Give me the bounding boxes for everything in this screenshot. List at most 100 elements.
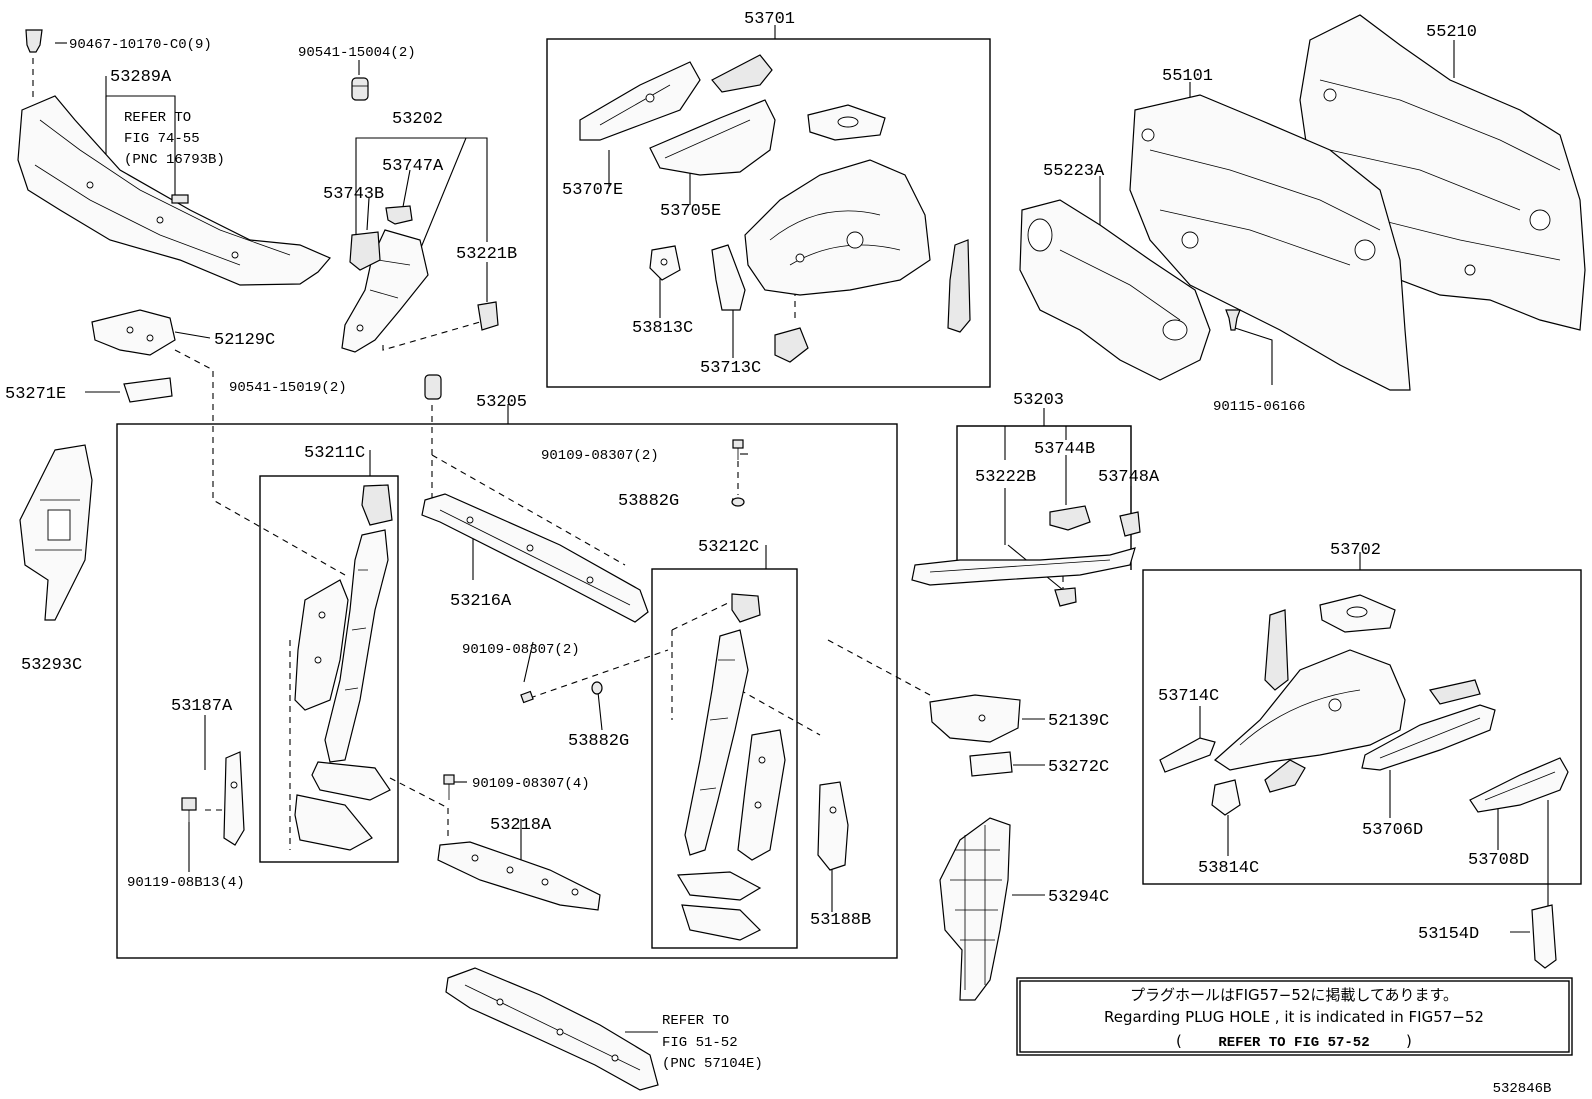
label-53211c: 53211C — [304, 444, 365, 463]
label-53813c: 53813C — [632, 319, 693, 338]
part-53713c — [774, 327, 809, 363]
label-53713c: 53713C — [700, 359, 761, 378]
label-90467: 90467-10170-C0(9) — [69, 37, 212, 53]
label-53701: 53701 — [744, 10, 795, 29]
label-53294c: 53294C — [1048, 888, 1109, 907]
part-53289a — [17, 95, 331, 286]
part-53702-small-1 — [1428, 679, 1481, 705]
group-box-53212c — [651, 568, 798, 949]
part-53708d — [1469, 757, 1569, 813]
part-53747a — [385, 205, 413, 225]
label-53706d: 53706D — [1362, 821, 1423, 840]
label-53882g-mid: 53882G — [568, 732, 629, 751]
grommet-90115 — [1225, 309, 1241, 331]
group-box-53702 — [1142, 569, 1582, 885]
label-52139c: 52139C — [1048, 712, 1109, 731]
part-lower-radiator-support — [445, 967, 659, 1091]
label-53216a: 53216A — [450, 592, 512, 611]
part-53702-strip — [1264, 609, 1289, 691]
part-53701-wheelhouse — [744, 159, 931, 296]
part-53272c — [969, 751, 1013, 777]
label-53705e: 53705E — [660, 202, 721, 221]
part-53744b — [1049, 505, 1091, 531]
label-55210: 55210 — [1426, 23, 1477, 42]
label-90109-top: 90109-08307(2) — [541, 448, 659, 464]
group-box-53205 — [116, 423, 898, 959]
group-box-53211c — [259, 475, 399, 863]
part-53748a — [1119, 511, 1141, 537]
bolt-90109-lower — [443, 774, 455, 800]
diagram-code: 532846B — [1493, 1081, 1552, 1097]
part-53212c-lower-1 — [676, 871, 762, 901]
label-90541-15004: 90541-15004(2) — [298, 45, 416, 61]
part-53702-cap — [1319, 594, 1396, 633]
part-53218a — [437, 841, 601, 911]
refer1-line2: FIG 74-55 — [124, 131, 200, 147]
part-53211c-lower-2 — [294, 794, 373, 851]
part-53212c-plate — [737, 729, 786, 861]
bolt-90109-top — [732, 439, 744, 460]
part-53271e — [123, 377, 173, 403]
nut-53882g-top — [731, 497, 745, 507]
label-90541-15019: 90541-15019(2) — [229, 380, 347, 396]
part-52129c — [91, 309, 176, 356]
label-53202: 53202 — [392, 110, 443, 129]
label-53289a: 53289A — [110, 68, 172, 87]
label-55101: 55101 — [1162, 67, 1213, 86]
note-refer-text: REFER TO FIG 57-52 — [1218, 1035, 1369, 1051]
label-53154d: 53154D — [1418, 925, 1479, 944]
refer2-line3: (PNC 57104E) — [662, 1056, 763, 1072]
part-53212c-lower-2 — [681, 904, 762, 941]
label-90109-mid: 90109-08307(2) — [462, 642, 580, 658]
part-53702-small-2 — [1264, 759, 1306, 793]
part-53211c-bracket-top — [361, 484, 393, 526]
label-53272c: 53272C — [1048, 758, 1109, 777]
part-53701-side-strip — [947, 239, 971, 333]
label-53814c: 53814C — [1198, 859, 1259, 878]
label-53748a: 53748A — [1098, 468, 1160, 487]
label-53293c: 53293C — [21, 656, 82, 675]
label-53702: 53702 — [1330, 541, 1381, 560]
part-53294c — [939, 817, 1011, 1001]
part-53211c-pillar — [324, 529, 389, 763]
label-90119: 90119-08B13(4) — [127, 875, 245, 891]
part-53707e — [579, 61, 701, 141]
leader-lines — [55, 25, 1549, 1033]
clip-90467 — [25, 29, 43, 53]
part-53221b — [477, 301, 499, 331]
part-wheelhouse-cap — [807, 104, 886, 141]
label-90115: 90115-06166 — [1213, 399, 1305, 415]
label-53188b: 53188B — [810, 911, 871, 930]
refer1-line3: (PNC 16793B) — [124, 152, 225, 168]
part-53706d — [1361, 704, 1496, 771]
note-box — [1016, 977, 1573, 1056]
part-53212c-pillar — [684, 629, 749, 856]
part-53702-wheelhouse — [1214, 649, 1406, 771]
part-53713c-bracket — [711, 244, 746, 311]
nut-53882g-mid — [591, 681, 603, 695]
note-line-japanese: プラグホールはFIG57−52に掲載してあります。 — [1130, 986, 1458, 1004]
label-53222b: 53222B — [975, 468, 1036, 487]
part-53202 — [341, 229, 429, 353]
label-53187a: 53187A — [171, 697, 233, 716]
refer2-line1: REFER TO — [662, 1013, 729, 1029]
part-53211c-lower-1 — [311, 761, 391, 801]
label-53882g-top: 53882G — [618, 492, 679, 511]
label-53271e: 53271E — [5, 385, 66, 404]
part-53187a — [223, 751, 245, 846]
part-53293c — [19, 444, 93, 621]
note-paren-open: ( — [1176, 1032, 1182, 1050]
part-52139c — [929, 694, 1021, 743]
part-55223a — [1019, 199, 1211, 381]
note-line-english: Regarding PLUG HOLE , it is indicated in… — [1104, 1008, 1484, 1026]
label-53743b: 53743B — [323, 185, 384, 204]
label-53714c: 53714C — [1158, 687, 1219, 706]
part-53707e-bracket — [711, 54, 773, 93]
part-53212c-bracket-top — [731, 593, 761, 623]
label-53707e: 53707E — [562, 181, 623, 200]
label-52129c: 52129C — [214, 331, 275, 350]
label-53218a: 53218A — [490, 816, 552, 835]
refer-tag-plate — [171, 194, 189, 204]
bolt-90109-mid — [520, 690, 534, 704]
part-53154d — [1531, 904, 1557, 969]
